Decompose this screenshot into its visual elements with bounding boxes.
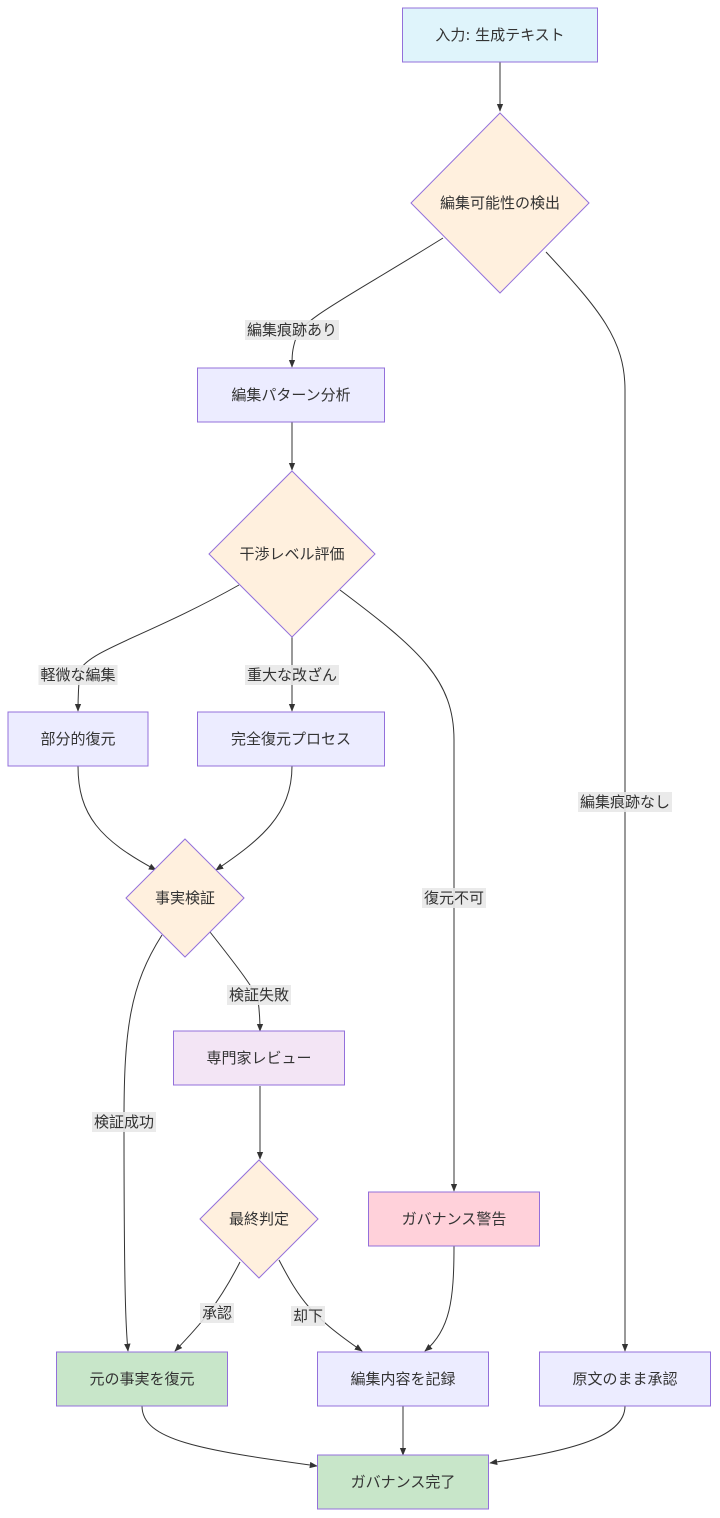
edge-level-to-warn [339,589,458,1192]
edge-factcheck-to-expert [209,931,264,1032]
node-full[interactable]: 完全復元プロセス [197,711,385,767]
node-restore[interactable]: 元の事実を復元 [56,1351,228,1407]
node-factcheck[interactable]: 事実検証 [125,838,245,958]
node-approve-label: 原文のまま承認 [572,1370,677,1388]
node-final[interactable]: 最終判定 [199,1159,319,1279]
node-detect-shape [410,112,590,294]
node-warn-shape [368,1191,540,1247]
node-pattern[interactable]: 編集パターン分析 [197,367,385,423]
edge-label-background [199,1303,235,1323]
node-record[interactable]: 編集内容を記録 [317,1351,489,1407]
edge-label-background [244,320,340,340]
node-done-shape [317,1454,489,1510]
edge-label-text: 検証成功 [94,1113,154,1131]
node-full-label: 完全復元プロセス [231,730,351,748]
edge-label-text: 編集痕跡あり [247,321,337,339]
edge-level-to-partial [74,584,240,712]
edge-restore-to-done [141,1405,318,1469]
node-expert-shape [173,1030,345,1086]
edge-label-factcheck-to-restore: 検証成功 [91,1112,157,1132]
node-level[interactable]: 干渉レベル評価 [208,470,376,638]
edge-label-background [226,985,292,1005]
node-input[interactable]: 入力: 生成テキスト [402,7,598,63]
node-expert[interactable]: 専門家レビュー [173,1030,345,1086]
node-final-label: 最終判定 [229,1210,289,1228]
node-warn-label: ガバナンス警告 [402,1210,507,1228]
edge-detect-to-pattern [288,237,444,368]
edge-full-to-factcheck [215,765,293,871]
node-record-label: 編集内容を記録 [350,1370,455,1388]
node-level-label: 干渉レベル評価 [239,545,344,563]
edge-partial-to-factcheck [77,765,157,871]
node-done-label: ガバナンス完了 [351,1473,456,1491]
node-record-shape [317,1351,489,1407]
node-approve-shape [539,1351,711,1407]
edge-label-text: 軽微な編集 [40,666,115,684]
edge-label-background [91,1112,157,1132]
edge-factcheck-to-restore [123,934,163,1352]
edge-label-text: 却下 [293,1307,323,1325]
node-restore-label: 元の事実を復元 [89,1370,194,1388]
edge-label-text: 検証失敗 [229,986,289,1004]
node-input-shape [402,7,598,63]
node-warn[interactable]: ガバナンス警告 [368,1191,540,1247]
node-level-shape [208,470,376,638]
edge-label-text: 編集痕跡なし [580,793,670,811]
edge-label-factcheck-to-expert: 検証失敗 [226,985,292,1005]
edge-label-text: 承認 [202,1304,232,1322]
edge-label-detect-to-approve: 編集痕跡なし [577,792,673,812]
edge-label-text: 重大な改ざん [247,666,337,684]
node-detect[interactable]: 編集可能性の検出 [410,112,590,294]
node-detect-label: 編集可能性の検出 [440,194,560,212]
edge-label-level-to-warn: 復元不可 [421,888,487,908]
node-final-shape [199,1159,319,1279]
node-done[interactable]: ガバナンス完了 [317,1454,489,1510]
edge-warn-to-record [424,1245,455,1352]
edge-label-final-to-record: 却下 [290,1306,326,1326]
edge-label-background [577,792,673,812]
node-approve[interactable]: 原文のまま承認 [539,1351,711,1407]
edge-label-level-to-full: 重大な改ざん [244,665,340,685]
edge-label-level-to-partial: 軽微な編集 [38,665,118,685]
edge-label-detect-to-pattern: 編集痕跡あり [244,320,340,340]
node-restore-shape [56,1351,228,1407]
edge-label-background [290,1306,326,1326]
node-factcheck-shape [125,838,245,958]
node-input-label: 入力: 生成テキスト [435,26,564,44]
node-partial[interactable]: 部分的復元 [7,711,149,767]
edge-label-text: 復元不可 [424,889,484,907]
node-factcheck-label: 事実検証 [155,889,215,907]
node-full-shape [197,711,385,767]
node-expert-label: 専門家レビュー [206,1049,311,1067]
node-partial-label: 部分的復元 [40,730,115,748]
edge-label-background [38,665,118,685]
node-partial-shape [7,711,149,767]
edge-label-background [421,888,487,908]
edge-label-final-to-restore: 承認 [199,1303,235,1323]
edge-approve-to-done [489,1405,626,1466]
node-pattern-label: 編集パターン分析 [231,386,350,404]
edge-final-to-record [278,1259,363,1352]
edge-label-background [244,665,340,685]
node-pattern-shape [197,367,385,423]
edge-detect-to-approve [545,251,629,1352]
